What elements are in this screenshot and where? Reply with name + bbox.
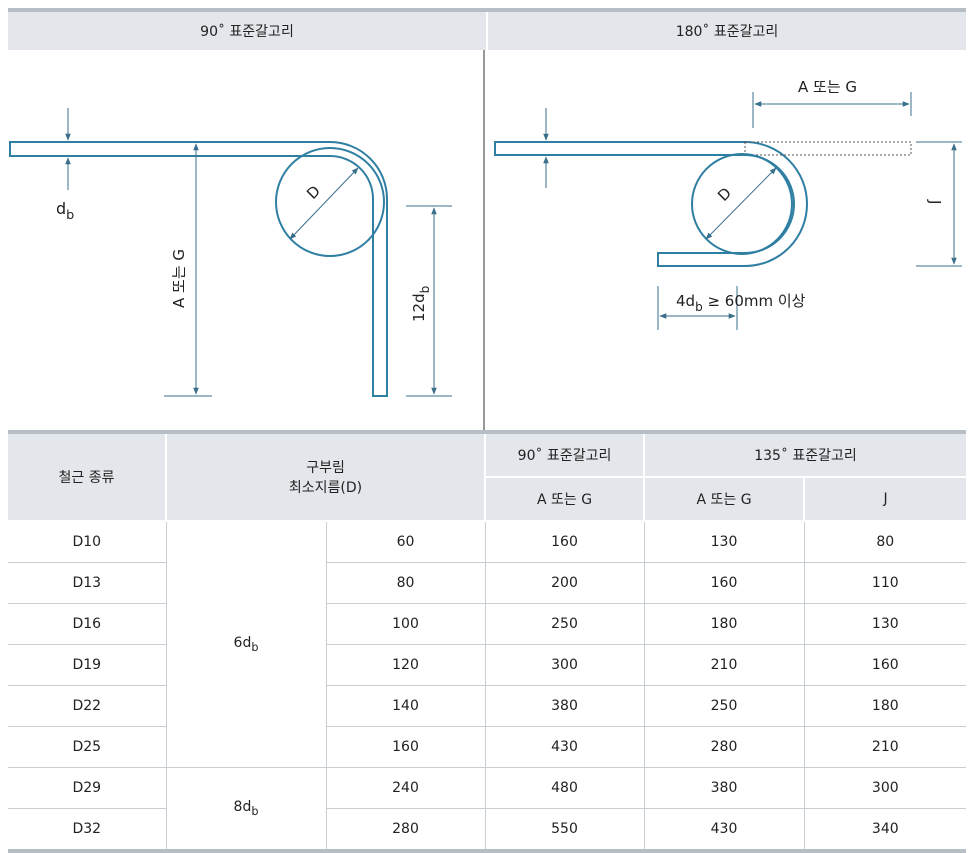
hook-180-d-label: D bbox=[714, 184, 735, 205]
bar-cell: D25 bbox=[8, 726, 167, 768]
hook-180-extension bbox=[744, 141, 912, 156]
bend-diameter-cell: 280 bbox=[326, 808, 486, 851]
hook-180-diameter-arrow bbox=[705, 167, 777, 240]
bar-cell: D10 bbox=[8, 521, 167, 563]
j-cell: 180 bbox=[804, 685, 967, 727]
ag90-cell: 380 bbox=[485, 685, 645, 727]
ag135-cell: 130 bbox=[644, 521, 805, 563]
hook-90-db-label: db bbox=[56, 199, 74, 223]
hook-90-bend-circle bbox=[275, 147, 385, 257]
table-row: D22 140 380 250 180 bbox=[8, 685, 967, 727]
j-cell: 300 bbox=[804, 767, 967, 809]
hook-diagram: D db A 또는 G 12db D A 또는 G bbox=[9, 50, 962, 430]
bend-factor-cell: 6db bbox=[166, 521, 327, 768]
j-cell: 210 bbox=[804, 726, 967, 768]
j-cell: 340 bbox=[871, 821, 899, 837]
bar-cell: D32 bbox=[8, 808, 167, 851]
ag135-cell: 380 bbox=[644, 767, 805, 809]
col-hook90-ag: A 또는 G bbox=[485, 477, 646, 522]
hook-180-diagram: D A 또는 G J 4db ≥ 60mm 이상 bbox=[494, 78, 962, 330]
ag135-cell: 210 bbox=[644, 644, 805, 686]
hook-spec-table: 철근 종류 구부림 최소지름(D) 90˚ 표준갈고리 135˚ 표준갈고리 A… bbox=[8, 430, 967, 853]
bar-cell: D13 bbox=[8, 562, 167, 604]
ag135-cell: 280 bbox=[644, 726, 805, 768]
ag135-cell: 430 bbox=[644, 808, 805, 851]
ag90-cell: 200 bbox=[485, 562, 645, 604]
col-bend-line2: 최소지름(D) bbox=[288, 480, 363, 496]
col-hook135: 135˚ 표준갈고리 bbox=[644, 432, 967, 478]
j-cell: 80 bbox=[804, 521, 967, 563]
ag90-cell: 160 bbox=[485, 521, 645, 563]
hook-180-j-label: J bbox=[926, 199, 944, 204]
bend-diameter-cell: 80 bbox=[326, 562, 486, 604]
hook-90-d-label: D bbox=[303, 182, 324, 203]
ag90-cell: 300 bbox=[485, 644, 645, 686]
table-row: D32 280 550 430 340 bbox=[8, 808, 966, 851]
bend-diameter-cell: 60 bbox=[326, 521, 486, 563]
j-cell: 130 bbox=[804, 603, 967, 645]
hook-diagram-header: 90˚ 표준갈고리 180˚ 표준갈고리 bbox=[8, 8, 966, 50]
table-row: D29 8db 240 480 380 300 bbox=[8, 767, 967, 852]
bar-cell: D22 bbox=[8, 685, 167, 727]
hook-180-title: 180˚ 표준갈고리 bbox=[486, 12, 966, 50]
col-bar-type: 철근 종류 bbox=[8, 432, 167, 522]
bend-factor-cell: 8db bbox=[166, 767, 327, 852]
j-cell: 110 bbox=[804, 562, 967, 604]
bend-diameter-cell: 120 bbox=[326, 644, 486, 686]
ag90-cell: 430 bbox=[485, 726, 645, 768]
hook-90-rebar bbox=[9, 141, 388, 397]
ag90-cell: 550 bbox=[485, 808, 645, 851]
hook-180-rebar bbox=[494, 141, 808, 267]
col-hook135-ag: A 또는 G bbox=[644, 477, 806, 522]
hook-90-title: 90˚ 표준갈고리 bbox=[8, 12, 486, 50]
ag135-cell: 180 bbox=[644, 603, 805, 645]
hook-90-ag-label: A 또는 G bbox=[170, 249, 188, 308]
col-bend-line1: 구부림 bbox=[306, 460, 345, 476]
hook-180-bend-circle bbox=[691, 153, 793, 255]
table-row: D10 6db 60 160 130 80 bbox=[8, 521, 967, 768]
table-row: D19 120 300 210 160 bbox=[8, 644, 967, 686]
hook-90-diameter-arrow bbox=[289, 167, 359, 240]
hook-180-4db-label: 4db ≥ 60mm 이상 bbox=[676, 292, 806, 314]
table-row: D16 100 250 180 130 bbox=[8, 603, 967, 645]
col-bend-diameter: 구부림 최소지름(D) bbox=[166, 432, 487, 522]
bend-diameter-cell: 140 bbox=[326, 685, 486, 727]
bend-diameter-cell: 240 bbox=[326, 767, 486, 809]
ag90-cell: 480 bbox=[485, 767, 645, 809]
bend-diameter-cell: 100 bbox=[326, 603, 486, 645]
ag135-cell: 250 bbox=[644, 685, 805, 727]
hook-90-diagram: D db A 또는 G 12db bbox=[9, 108, 452, 397]
table-row: D13 80 200 160 110 bbox=[8, 562, 967, 604]
bar-cell: D19 bbox=[8, 644, 167, 686]
ag135-cell: 160 bbox=[644, 562, 805, 604]
col-hook90: 90˚ 표준갈고리 bbox=[485, 432, 646, 478]
ag90-cell: 250 bbox=[485, 603, 645, 645]
col-hook135-j: J bbox=[804, 477, 967, 522]
bar-cell: D29 bbox=[8, 767, 167, 809]
hook-180-ag-label: A 또는 G bbox=[798, 78, 857, 96]
table-row: D25 160 430 280 210 bbox=[8, 726, 967, 768]
bend-diameter-cell: 160 bbox=[326, 726, 486, 768]
hook-90-12db-label: 12db bbox=[410, 286, 432, 322]
j-cell: 160 bbox=[804, 644, 967, 686]
bar-cell: D16 bbox=[8, 603, 167, 645]
